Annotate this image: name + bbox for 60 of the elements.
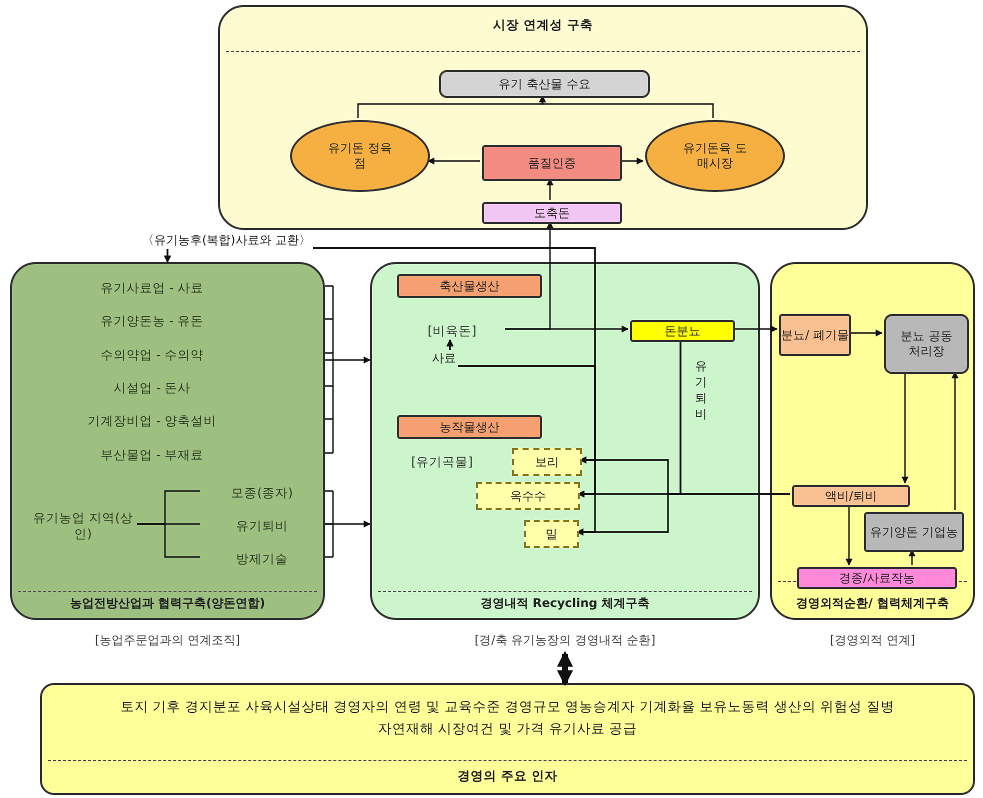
process-box: 분뇨 공동 처리장	[884, 314, 969, 374]
arrow	[952, 371, 958, 510]
node-label: 모종(종자)	[202, 482, 322, 504]
group-panel	[218, 5, 868, 230]
process-box: 유기 축산물 수요	[439, 70, 650, 98]
group-panel	[770, 262, 975, 620]
process-box: 돈분뇨	[630, 320, 735, 342]
panel-footer: 경영내적 Recycling 체계구축	[372, 595, 758, 612]
process-box: 품질인증	[482, 145, 622, 181]
process-box: 분뇨/ 폐기물	[779, 314, 851, 356]
process-box: 유기양돈 기업농	[864, 512, 964, 552]
group-panel	[40, 683, 975, 795]
node-label: 기계장비업 - 양축설비	[52, 409, 252, 433]
process-box: 축산물생산	[397, 274, 542, 298]
node-label: [비육돈]	[397, 320, 507, 342]
group-panel	[370, 262, 760, 620]
node-label: [경/축 유기농장의 경영내적 순환]	[474, 632, 656, 649]
dashed-box: 옥수수	[476, 482, 580, 510]
connector-line	[137, 523, 200, 558]
arrow	[325, 520, 371, 528]
panel-footer: 경영외적순환/ 협력체계구축	[772, 595, 973, 612]
node-label: 유기농업 지역(상인)	[27, 502, 139, 550]
arrow	[576, 493, 790, 536]
dashed-box: 밀	[524, 520, 579, 548]
arrow	[325, 356, 371, 364]
process-box: 도축돈	[482, 202, 622, 224]
arrow	[539, 95, 714, 118]
dashed-box: 보리	[512, 448, 582, 476]
arrow	[849, 330, 883, 336]
node-label: 유기퇴비	[202, 515, 322, 537]
arrow	[846, 505, 852, 566]
arrow	[505, 326, 629, 332]
factor-list: 토지 기후 경지분포 사육시설상태 경영자의 연령 및 교육수준 경영규모 영농승계자 기계화율 보유노동력 생산의 위험성 질병 자연재해 시장여건 및 가격 유기사료 공급	[42, 697, 973, 740]
group-panel	[10, 262, 325, 620]
ellipse-node: 유기돈육 도매시장	[645, 120, 785, 192]
ellipse-node: 유기돈 정육점	[290, 120, 430, 192]
arrow	[620, 158, 644, 164]
panel-footer: 경영의 주요 인자	[42, 768, 973, 785]
arrow	[427, 158, 480, 164]
double-arrow	[557, 650, 573, 686]
node-label: [유기곡물]	[397, 451, 487, 473]
node-label: 수의약업 - 수의약	[52, 343, 252, 367]
process-box: 농작물생산	[397, 415, 542, 439]
arrow	[446, 339, 596, 533]
arrow	[733, 326, 778, 332]
node-label: 부산물업 - 부재료	[52, 443, 252, 467]
node-label: 유기양돈농 - 유돈	[52, 309, 252, 333]
arrow	[908, 549, 916, 565]
process-box: 경종/사료작농	[797, 567, 957, 589]
node-label: 유기사료업 - 사료	[52, 276, 252, 300]
node-label: [농업주문업과의 연계조직]	[94, 632, 242, 649]
node-label: 시설업 - 돈사	[52, 376, 252, 400]
process-box: 액비/퇴비	[792, 485, 910, 507]
edge-label: 사료	[430, 350, 458, 367]
arrow	[546, 178, 554, 200]
panel-footer: 농업전방산업과 협력구축(양돈연합)	[12, 595, 323, 612]
panel-title: 시장 연계성 구축	[492, 17, 594, 34]
node-label: 방제기술	[202, 548, 322, 570]
arrow	[902, 372, 908, 484]
node-label: [경영외적 연계]	[828, 632, 916, 649]
